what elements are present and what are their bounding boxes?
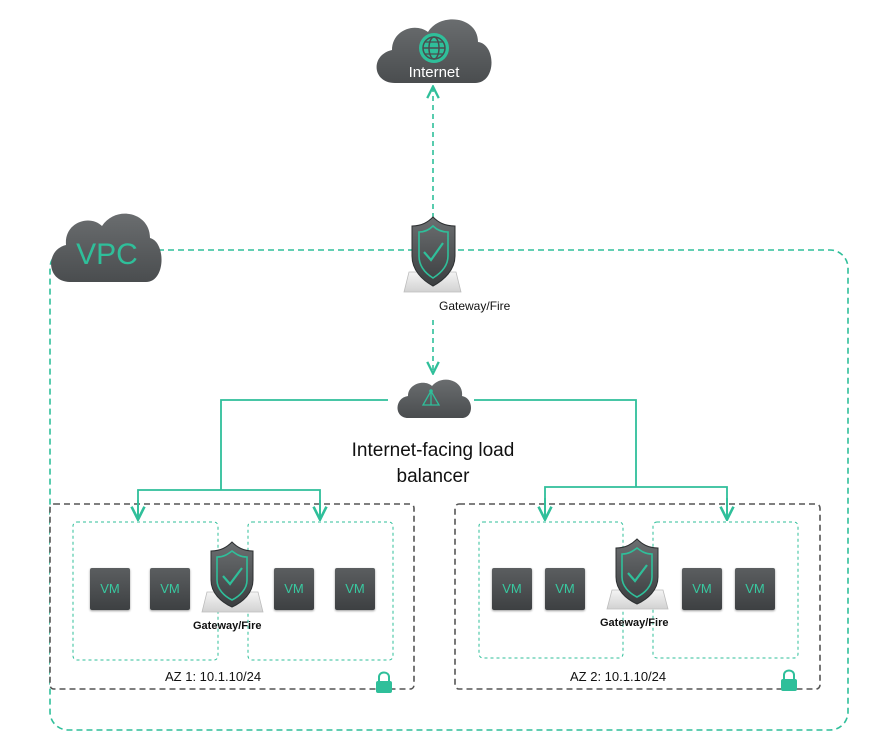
vm-label: VM	[345, 581, 365, 596]
internet-cloud	[376, 19, 492, 83]
load-balancer-label-line1: Internet-facing load	[351, 440, 515, 461]
lb-to-az1-connector	[220, 399, 388, 490]
az1-label: AZ 1: 10.1.10/24	[165, 669, 262, 684]
lb-to-az2-connector	[474, 399, 637, 487]
top-gateway-shield	[403, 216, 462, 293]
vm-label: VM	[692, 581, 712, 596]
az1-vm-2: VM	[150, 568, 190, 610]
vm-label: VM	[745, 581, 765, 596]
az1-vm-1: VM	[90, 568, 130, 610]
load-balancer-icon	[421, 389, 441, 406]
globe-icon	[419, 33, 449, 63]
internet-label: Internet	[408, 64, 460, 81]
top-gateway-label: Gateway/Fire	[439, 299, 511, 313]
vm-label: VM	[555, 581, 575, 596]
vm-label: VM	[160, 581, 180, 596]
az2-vm-3: VM	[682, 568, 722, 610]
az1-vm-3: VM	[274, 568, 314, 610]
load-balancer-label: Internet-facing load balancer	[333, 438, 533, 489]
az2-vm-2: VM	[545, 568, 585, 610]
az2-lock-icon	[781, 669, 797, 691]
shield-check-icon	[627, 564, 648, 583]
vm-label: VM	[502, 581, 522, 596]
shield-check-icon	[222, 567, 243, 586]
vm-label: VM	[284, 581, 304, 596]
az1-gateway-label: Gateway/Fire	[193, 620, 262, 632]
az1-lock-icon	[376, 671, 392, 693]
az2-gateway-shield	[606, 538, 669, 610]
az1-subnet-left	[72, 521, 219, 661]
vm-label: VM	[100, 581, 120, 596]
vpc-cloud	[51, 213, 162, 282]
az1-gateway-shield	[201, 541, 264, 613]
vpc-label: VPC	[76, 238, 138, 271]
az2-gateway-label: Gateway/Fire	[600, 617, 669, 629]
load-balancer-label-line2: balancer	[396, 465, 470, 487]
az2-subnet-right	[652, 521, 799, 659]
az1-vm-4: VM	[335, 568, 375, 610]
az2-vm-1: VM	[492, 568, 532, 610]
az2-vm-4: VM	[735, 568, 775, 610]
load-balancer-cloud	[397, 379, 471, 418]
az2-label: AZ 2: 10.1.10/24	[570, 669, 667, 684]
shield-check-icon	[423, 242, 444, 262]
